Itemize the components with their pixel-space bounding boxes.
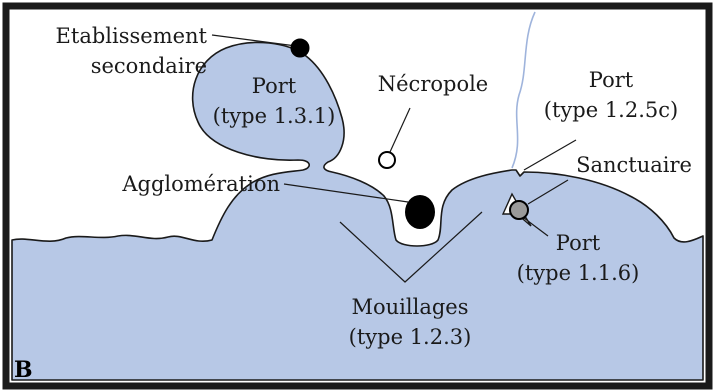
river — [511, 11, 536, 169]
sea-area — [11, 41, 704, 381]
label-sanctuaire: Sanctuaire — [576, 153, 692, 177]
mouillages-leader — [339, 211, 483, 283]
label-secondary-site-1: Etablissement — [56, 24, 208, 48]
label-mouillages-1: Mouillages — [352, 295, 469, 319]
label-port-116-2: (type 1.1.6) — [517, 261, 640, 285]
label-agglomeration: Agglomération — [121, 172, 280, 196]
label-necropole: Nécropole — [378, 72, 488, 96]
label-secondary-site-2: secondaire — [91, 54, 207, 78]
necropole-leader — [389, 107, 411, 153]
label-port-125c-1: Port — [589, 68, 634, 92]
label-port-131-2: (type 1.3.1) — [213, 104, 336, 128]
port-125c-leader — [523, 139, 577, 171]
secondary-site-leader — [211, 34, 297, 47]
panel-letter: B — [14, 357, 33, 383]
label-port-131-1: Port — [252, 74, 297, 98]
label-port-116-1: Port — [556, 231, 601, 255]
label-port-125c-2: (type 1.2.5c) — [544, 98, 678, 122]
sanctuaire-leader — [527, 179, 569, 205]
label-mouillages-2: (type 1.2.3) — [349, 325, 472, 349]
sanctuaire-marker — [509, 200, 529, 220]
agglomeration-leader — [283, 183, 409, 203]
necropole-marker — [378, 151, 396, 169]
secondary-site-marker — [290, 38, 310, 58]
agglomeration-marker — [405, 195, 435, 229]
port-116-leader — [523, 217, 549, 237]
